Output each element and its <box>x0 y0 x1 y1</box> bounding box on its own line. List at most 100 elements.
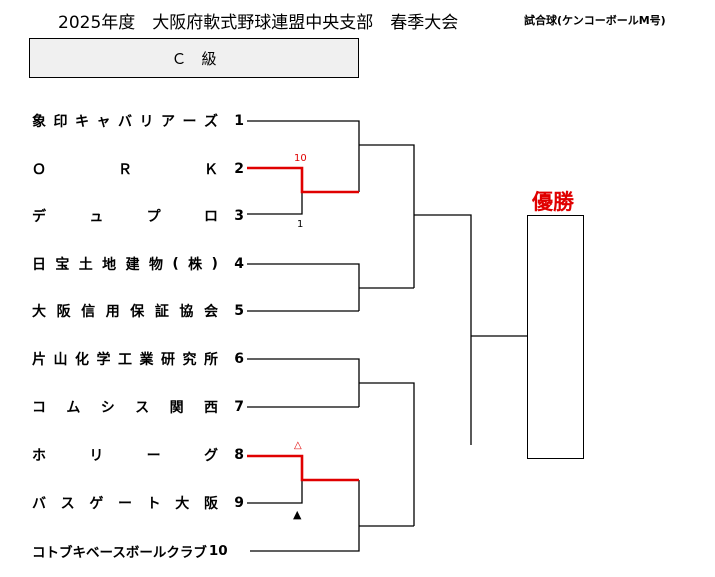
team-name-5: 大阪信用保証協会 <box>32 301 218 321</box>
team-name-char: 地 <box>102 257 117 273</box>
team-name-char: 宝 <box>55 257 70 273</box>
team-name-char: 関 <box>169 400 184 416</box>
team-name-char: 阪 <box>203 496 218 512</box>
bracket-line-team-4 <box>247 263 360 311</box>
seed-7: 7 <box>234 399 244 415</box>
bracket-line-team-10 <box>250 480 360 552</box>
team-name-4: 日宝土地建物 ( 株) <box>32 254 218 274</box>
team-name-char: 阪 <box>56 304 71 320</box>
team-name-char: ズ <box>204 114 218 130</box>
team-name-char: 協 <box>179 304 194 320</box>
team-name-char: ) <box>211 256 218 272</box>
seed-5: 5 <box>234 303 244 319</box>
team-name-char: 証 <box>154 304 169 320</box>
bracket-line-team-3 <box>247 192 303 215</box>
team-name-9: バスゲート大阪 <box>32 493 218 513</box>
winner-line-team-2 <box>247 166 359 194</box>
bracket-line-q3 <box>359 382 415 526</box>
team-name-char: ゲ <box>89 496 104 512</box>
team-name-char: リ <box>139 114 154 130</box>
team-name-char: グ <box>203 448 218 464</box>
team-name-char: ャ <box>96 114 111 130</box>
bracket-line-team-9 <box>247 480 303 504</box>
team-name-char: コ <box>32 400 46 416</box>
seed-2: 2 <box>234 161 244 177</box>
team-name-char: ホ <box>32 448 46 464</box>
team-name-char: Ｒ <box>118 162 132 178</box>
team-name-char: ( <box>172 256 179 272</box>
team-name-char: 工 <box>118 352 132 368</box>
mark-match-8-9-bottom: ▲ <box>293 508 302 521</box>
team-name-char: 所 <box>204 352 218 368</box>
champion-box <box>527 215 584 459</box>
team-name-char: ス <box>60 496 75 512</box>
seed-3: 3 <box>234 208 244 224</box>
team-name-1: 象印キャバリアーズ <box>32 111 218 131</box>
team-name-10-text: コトブキベースボールクラブ <box>32 545 207 561</box>
team-name-char: Ｏ <box>32 162 46 178</box>
team-name-char: Ｋ <box>204 162 218 178</box>
team-name-char: ア <box>161 114 175 130</box>
score-match-2-3-bottom: 1 <box>297 219 304 230</box>
team-name-char: ー <box>146 448 161 464</box>
team-name-char: 印 <box>53 114 68 130</box>
team-name-char: 会 <box>203 304 218 320</box>
class-label-box: Ｃ 級 <box>29 38 359 78</box>
score-match-2-3-top: 10 <box>294 153 307 164</box>
team-name-char: 建 <box>125 257 140 273</box>
team-name-char: リ <box>89 448 104 464</box>
ball-note: 試合球(ケンコーボールM号) <box>524 14 666 27</box>
team-name-char: 大 <box>32 304 46 320</box>
team-name-char: 化 <box>75 352 89 368</box>
seed-9: 9 <box>234 495 244 511</box>
class-label: Ｃ 級 <box>171 49 217 68</box>
team-name-char: シ <box>100 400 115 416</box>
bracket-line-team-6 <box>247 358 360 407</box>
team-name-char: 山 <box>53 352 68 368</box>
team-name-10: コトブキベースボールクラブ 10 <box>32 541 228 561</box>
bracket-line-q1 <box>359 144 415 288</box>
seed-6: 6 <box>234 351 244 367</box>
team-name-char: 大 <box>175 496 190 512</box>
team-name-3: デュプロ <box>32 206 218 226</box>
team-name-7: コムシス関西 <box>32 397 218 417</box>
bracket-line-semi-upper <box>414 214 472 445</box>
team-name-char: バ <box>32 496 46 512</box>
team-name-char: 象 <box>32 114 46 130</box>
team-name-char: 究 <box>182 352 197 368</box>
team-name-char: デ <box>32 209 46 225</box>
winner-line-team-8 <box>247 454 359 482</box>
seed-8: 8 <box>234 447 244 463</box>
team-name-char: ロ <box>203 209 218 225</box>
team-name-char: 西 <box>203 400 218 416</box>
bracket-line-team-1 <box>247 120 360 192</box>
team-name-char: 研 <box>161 352 175 368</box>
team-name-char: 土 <box>78 257 93 273</box>
team-name-char: ト <box>146 496 161 512</box>
team-name-char: 物 <box>148 257 163 273</box>
team-name-char: 学 <box>96 352 111 368</box>
team-name-char: ー <box>182 114 197 130</box>
team-name-char: ュ <box>89 209 104 225</box>
team-name-char: ー <box>117 496 132 512</box>
team-name-char: ム <box>66 400 81 416</box>
team-name-8: ホリーグ <box>32 445 218 465</box>
team-name-6: 片山化学工業研究所 <box>32 349 218 369</box>
champion-label: 優勝 <box>532 189 574 214</box>
team-name-char: 信 <box>81 304 96 320</box>
seed-10: 10 <box>208 543 228 559</box>
team-name-char: 株 <box>188 257 203 273</box>
team-name-char: 用 <box>105 304 120 320</box>
team-name-char: キ <box>75 114 89 130</box>
team-name-char: 業 <box>139 352 154 368</box>
team-name-char: 日 <box>32 257 46 273</box>
team-name-char: バ <box>118 114 132 130</box>
team-name-char: プ <box>146 209 161 225</box>
team-name-char: ス <box>135 400 150 416</box>
team-name-char: 片 <box>32 352 46 368</box>
mark-match-8-9-top: △ <box>294 440 302 451</box>
seed-4: 4 <box>234 256 244 272</box>
team-name-char: 保 <box>130 304 145 320</box>
